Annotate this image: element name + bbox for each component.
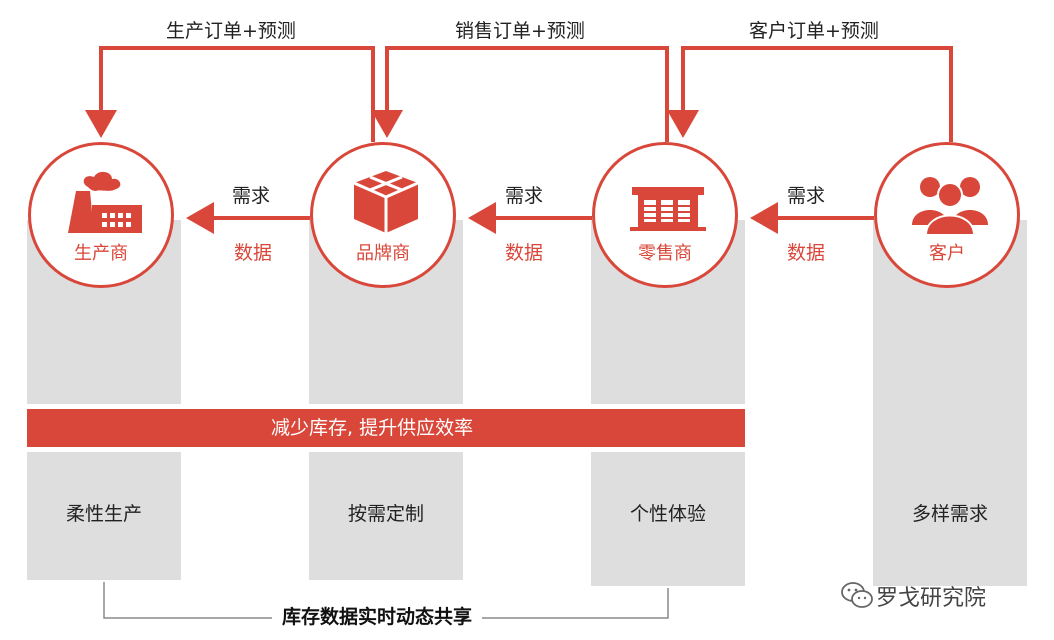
column-brand-lower — [309, 452, 463, 580]
sales-order-label: 销售订单+预测 — [455, 20, 585, 42]
people-icon — [912, 177, 988, 235]
node-brand-label: 品牌商 — [356, 243, 410, 264]
node-producer: 生产商 — [28, 142, 174, 288]
link1-data-label: 数据 — [234, 242, 273, 264]
bottom-label: 库存数据实时动态共享 — [272, 602, 483, 629]
watermark-text: 罗戈研究院 — [876, 586, 987, 611]
box-icon — [353, 171, 419, 233]
link2-need-label: 需求 — [505, 185, 544, 207]
node-customer-label: 客户 — [929, 243, 965, 264]
column-producer-lower — [27, 452, 181, 580]
wechat-icon — [841, 582, 873, 608]
node-customer: 客户 — [874, 142, 1020, 288]
node-retailer-label: 零售商 — [638, 243, 692, 264]
sales-order-line — [371, 46, 669, 142]
link3-data-label: 数据 — [787, 242, 826, 264]
column-producer-text: 柔性生产 — [65, 503, 142, 525]
link1-need-label: 需求 — [232, 185, 271, 207]
node-retailer: 零售商 — [592, 142, 738, 288]
node-brand: 品牌商 — [310, 142, 456, 288]
link3-need-label: 需求 — [787, 185, 826, 207]
banner: 减少库存, 提升供应效率 — [27, 409, 745, 447]
column-retailer-lower — [591, 452, 745, 586]
column-brand-text: 按需定制 — [347, 503, 424, 525]
column-customer-text: 多样需求 — [911, 503, 988, 525]
link2-data-label: 数据 — [505, 242, 544, 264]
factory-icon — [68, 171, 142, 233]
column-retailer-text: 个性体验 — [629, 503, 706, 525]
node-producer-label: 生产商 — [74, 243, 128, 264]
store-icon — [630, 187, 706, 231]
watermark: 罗戈研究院 — [840, 578, 1040, 612]
production-order-line — [85, 46, 375, 142]
customer-order-label: 客户订单+预测 — [749, 20, 879, 42]
customer-order-line — [667, 46, 953, 142]
production-order-label: 生产订单+预测 — [166, 20, 296, 42]
